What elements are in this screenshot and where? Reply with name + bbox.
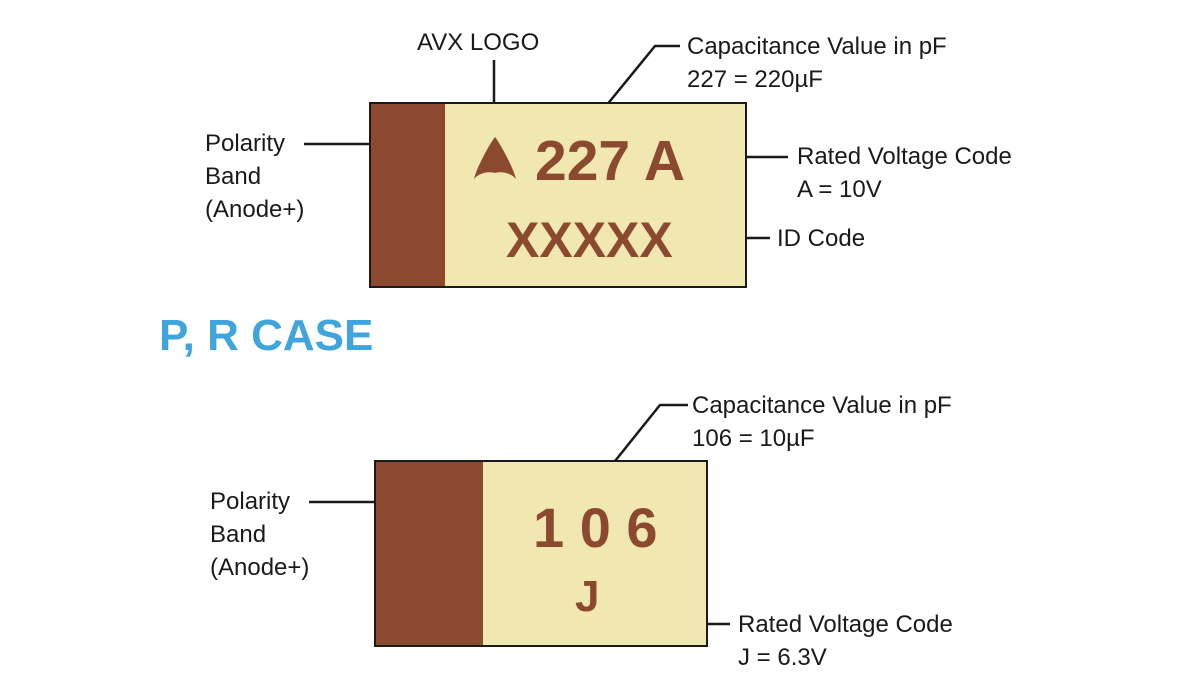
- voltage-example-line: A = 10V: [797, 176, 882, 203]
- polarity-band: [376, 462, 485, 645]
- voltage-example-line: J = 6.3V: [738, 644, 827, 671]
- capacitance-arrow-bottom: [594, 403, 688, 487]
- voltage-label-bottom: Rated Voltage Code J = 6.3V: [738, 608, 953, 674]
- capacitor-case-bottom: 1 0 6 J: [374, 460, 708, 647]
- voltage-label-line: Rated Voltage Code: [797, 143, 1012, 170]
- case-body: [445, 104, 745, 286]
- voltage-label-line: Rated Voltage Code: [738, 611, 953, 638]
- polarity-label-line: Polarity: [205, 130, 286, 157]
- polarity-label-top: Polarity Band (Anode+): [205, 127, 304, 226]
- polarity-label-bottom: Polarity Band (Anode+): [210, 485, 309, 584]
- case-body: [483, 462, 706, 645]
- capacitance-example-line: 227 = 220µF: [687, 66, 823, 93]
- polarity-label-line: Polarity: [210, 488, 291, 515]
- capacitor-case-top: 227 A XXXXX: [369, 102, 747, 288]
- capacitance-arrow-top: [587, 44, 680, 129]
- id-code-label: ID Code: [777, 225, 866, 252]
- capacitance-example-line: 106 = 10µF: [692, 425, 815, 452]
- section-title: P, R CASE: [159, 311, 374, 360]
- capacitance-marking: 227 A: [535, 129, 685, 193]
- polarity-label-line: Band: [210, 521, 267, 548]
- capacitance-label-top: Capacitance Value in pF 227 = 220µF: [687, 30, 947, 96]
- avx-logo-icon: [474, 137, 516, 179]
- polarity-band: [371, 104, 447, 286]
- voltage-code-marking: J: [575, 572, 600, 621]
- capacitance-marking: 1 0 6: [533, 496, 658, 559]
- polarity-label-line: (Anode+): [210, 554, 310, 581]
- voltage-label-top: Rated Voltage Code A = 10V: [797, 140, 1012, 206]
- polarity-label-line: (Anode+): [205, 196, 305, 223]
- capacitance-label-line: Capacitance Value in pF: [692, 392, 952, 419]
- avx-logo-label: AVX LOGO: [417, 29, 540, 56]
- id-code-marking: XXXXX: [506, 212, 673, 268]
- capacitance-label-bottom: Capacitance Value in pF 106 = 10µF: [692, 389, 952, 455]
- polarity-label-line: Band: [205, 163, 262, 190]
- capacitance-label-line: Capacitance Value in pF: [687, 33, 947, 60]
